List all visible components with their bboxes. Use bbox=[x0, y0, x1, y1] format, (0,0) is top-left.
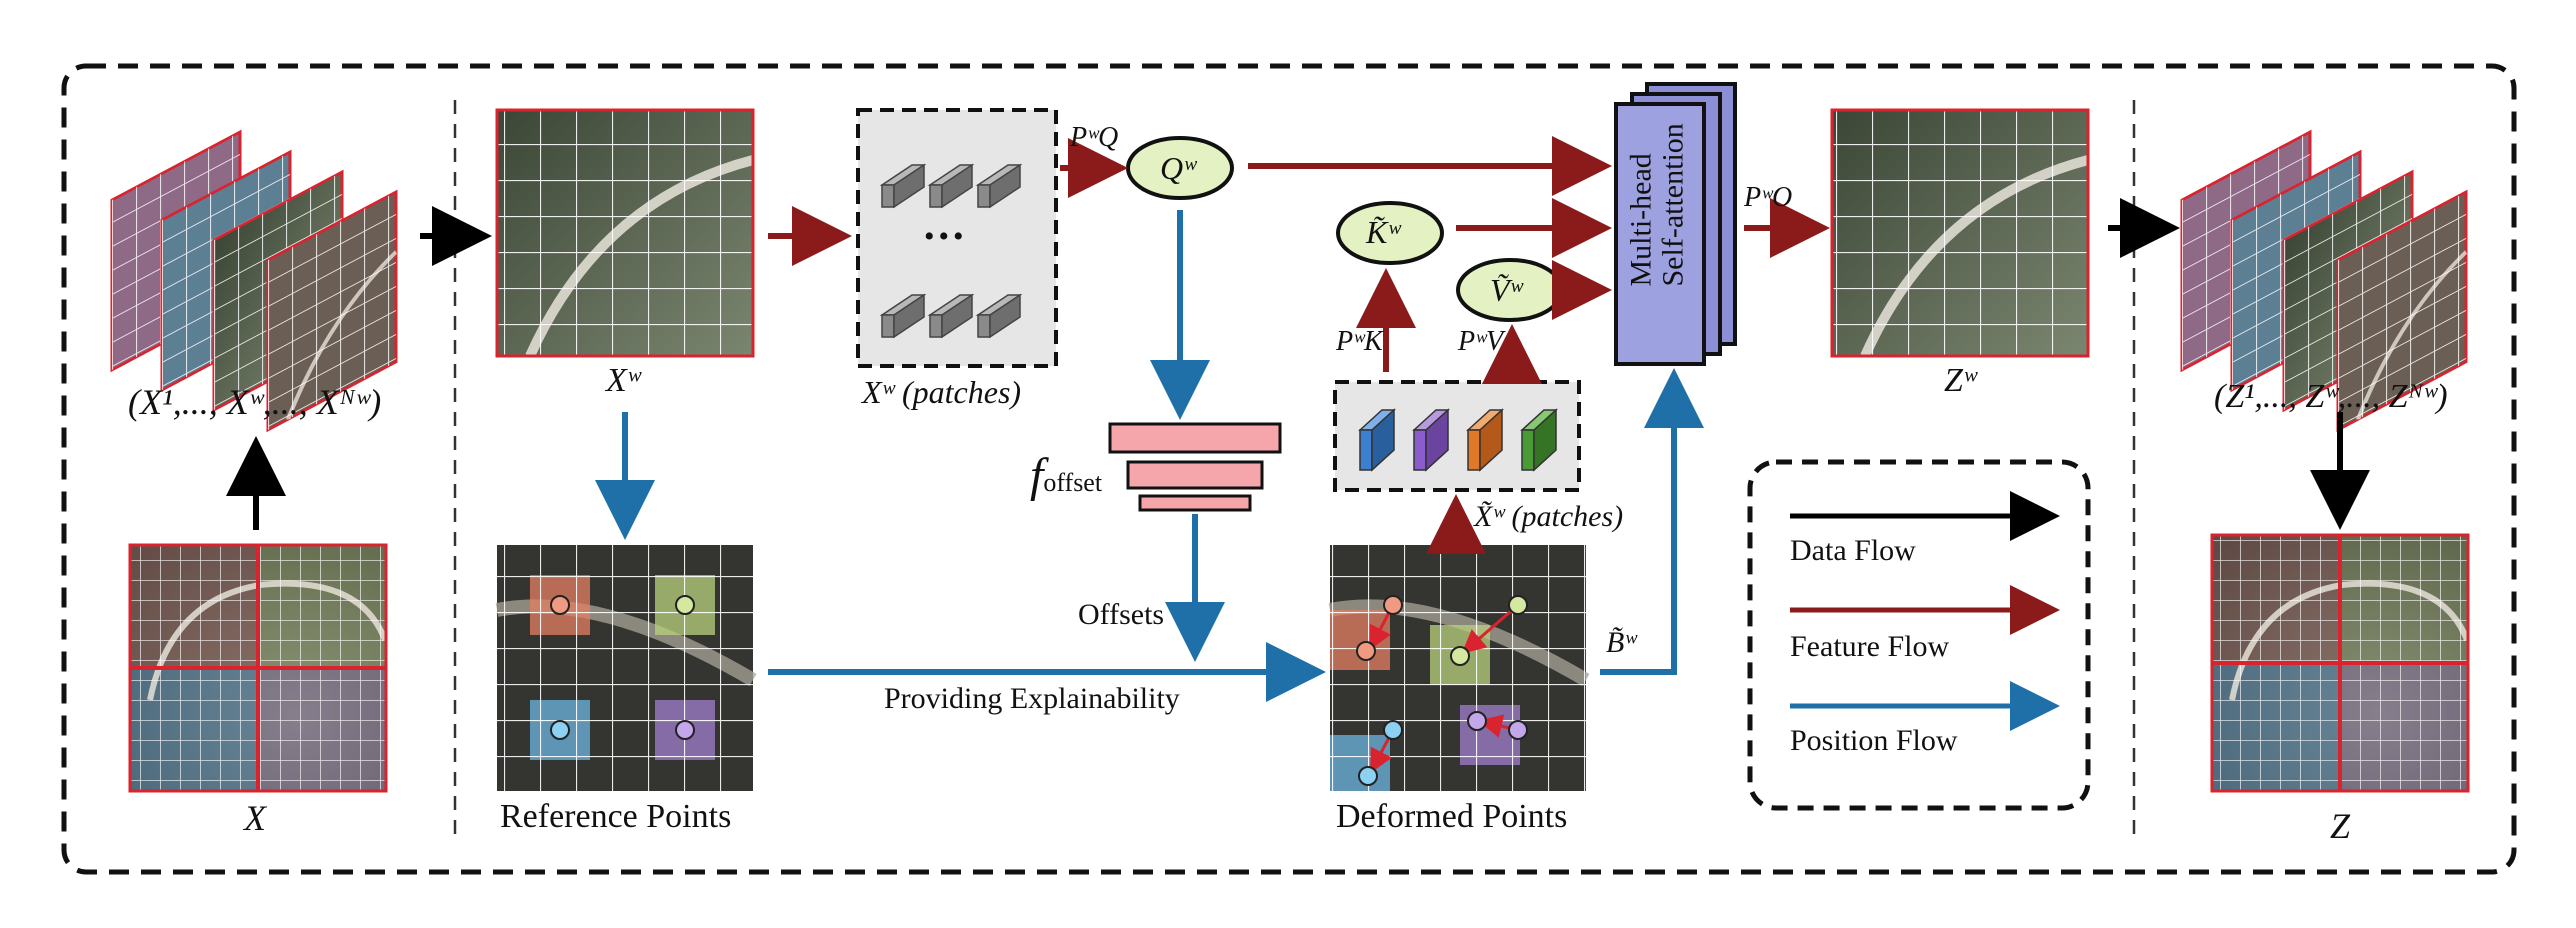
input-label: X bbox=[244, 798, 266, 838]
f-offset-label: foffset bbox=[1030, 449, 1103, 502]
patches-q-label: Xʷ (patches) bbox=[862, 374, 1022, 410]
legend bbox=[1747, 459, 2091, 811]
mha-line-1: Multi-head bbox=[1624, 153, 1658, 287]
patches-box-q bbox=[856, 108, 1058, 368]
q-node bbox=[1126, 136, 1234, 200]
k-node bbox=[1336, 201, 1444, 265]
explainability-label: Providing Explainability bbox=[884, 682, 1180, 715]
output-window-stack bbox=[2180, 129, 2468, 433]
output-stack-label: (Z¹,..., Zʷ,..., Zᴺʷ) bbox=[2214, 378, 2448, 415]
f-offset-subscript: offset bbox=[1043, 468, 1103, 497]
input-window-stack bbox=[110, 129, 398, 433]
data-flow-arrows bbox=[226, 198, 2370, 530]
position-flow-arrows bbox=[595, 210, 1704, 702]
q-node-label: Qʷ bbox=[1160, 150, 1196, 186]
k-node-label: K̃ʷ bbox=[1366, 214, 1400, 250]
input-stack-label: (X¹,..., Xʷ,..., Xᴺʷ) bbox=[128, 382, 382, 422]
offset-network bbox=[1108, 422, 1282, 512]
feature-flow-arrows bbox=[768, 136, 1830, 554]
window-image-zw bbox=[1830, 108, 2090, 359]
v-node-label: Ṽʷ bbox=[1490, 272, 1522, 308]
output-window-label: Zʷ bbox=[1944, 362, 1977, 399]
patches-box-kv bbox=[1333, 380, 1581, 492]
patches-ellipsis: ••• bbox=[924, 220, 968, 253]
legend-feature-label: Feature Flow bbox=[1790, 630, 1950, 663]
output-label: Z bbox=[2330, 806, 2351, 846]
reference-points-label: Reference Points bbox=[500, 798, 732, 835]
pk-label: PʷK bbox=[1336, 326, 1383, 357]
window-label: Xʷ bbox=[606, 362, 640, 399]
mha-label: Multi-head Self-attention bbox=[1624, 123, 1690, 287]
legend-data-label: Data Flow bbox=[1790, 534, 1916, 567]
output-image-z bbox=[2210, 533, 2470, 793]
mha-block bbox=[1614, 82, 1737, 366]
b-label: B̃ʷ bbox=[1606, 626, 1636, 659]
outer-frame bbox=[61, 63, 2517, 875]
patches-kv-label: X̃ʷ (patches) bbox=[1474, 500, 1624, 533]
input-image-x bbox=[128, 543, 388, 793]
pq-label: PʷQ bbox=[1070, 122, 1119, 153]
window-image-xw bbox=[495, 108, 755, 359]
deformed-points-label: Deformed Points bbox=[1336, 798, 1568, 835]
legend-position-label: Position Flow bbox=[1790, 724, 1958, 757]
po-label: PʷO bbox=[1744, 182, 1793, 213]
reference-points-image bbox=[495, 545, 757, 791]
offsets-label: Offsets bbox=[1078, 598, 1165, 631]
pv-label: PʷV bbox=[1458, 326, 1504, 357]
mha-line-2: Self-attention bbox=[1656, 123, 1689, 287]
deformed-points-image bbox=[1328, 545, 1590, 791]
